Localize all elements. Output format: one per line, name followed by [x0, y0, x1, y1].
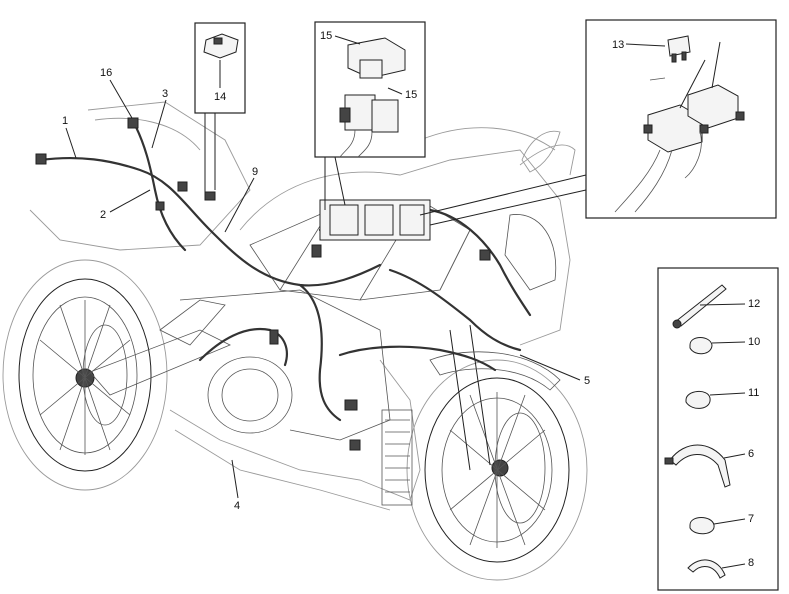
callout-16: 16	[100, 67, 112, 79]
callout-8: 8	[748, 557, 754, 569]
callout-9: 9	[252, 166, 258, 178]
callout-13: 13	[612, 39, 624, 51]
callout-10: 10	[748, 336, 760, 348]
callout-11: 11	[748, 387, 759, 399]
callout-6: 6	[748, 448, 754, 460]
front-wheel	[406, 359, 588, 581]
rear-wheel	[2, 259, 168, 491]
callout-4: 4	[234, 500, 240, 512]
callout-3: 3	[162, 88, 168, 100]
small-parts-box: 12 10 11 6 7 8	[657, 267, 779, 591]
main-wiring-harness	[35, 117, 532, 451]
main-callouts: 1 2 3 16 4 5 9	[62, 67, 590, 512]
callout-5: 5	[584, 375, 590, 387]
callout-15-bottom: 15	[405, 89, 417, 101]
detail-box-14: 14	[194, 22, 246, 195]
callout-14: 14	[214, 91, 226, 103]
detail-box-13: 13	[419, 19, 777, 226]
detail-box-15: 15 15	[314, 21, 426, 210]
callout-15-top: 15	[320, 30, 332, 42]
motorcycle-outline	[2, 101, 588, 581]
callout-7: 7	[748, 513, 754, 525]
callout-1: 1	[62, 115, 68, 127]
callout-12: 12	[748, 298, 760, 310]
callout-2: 2	[100, 209, 106, 221]
